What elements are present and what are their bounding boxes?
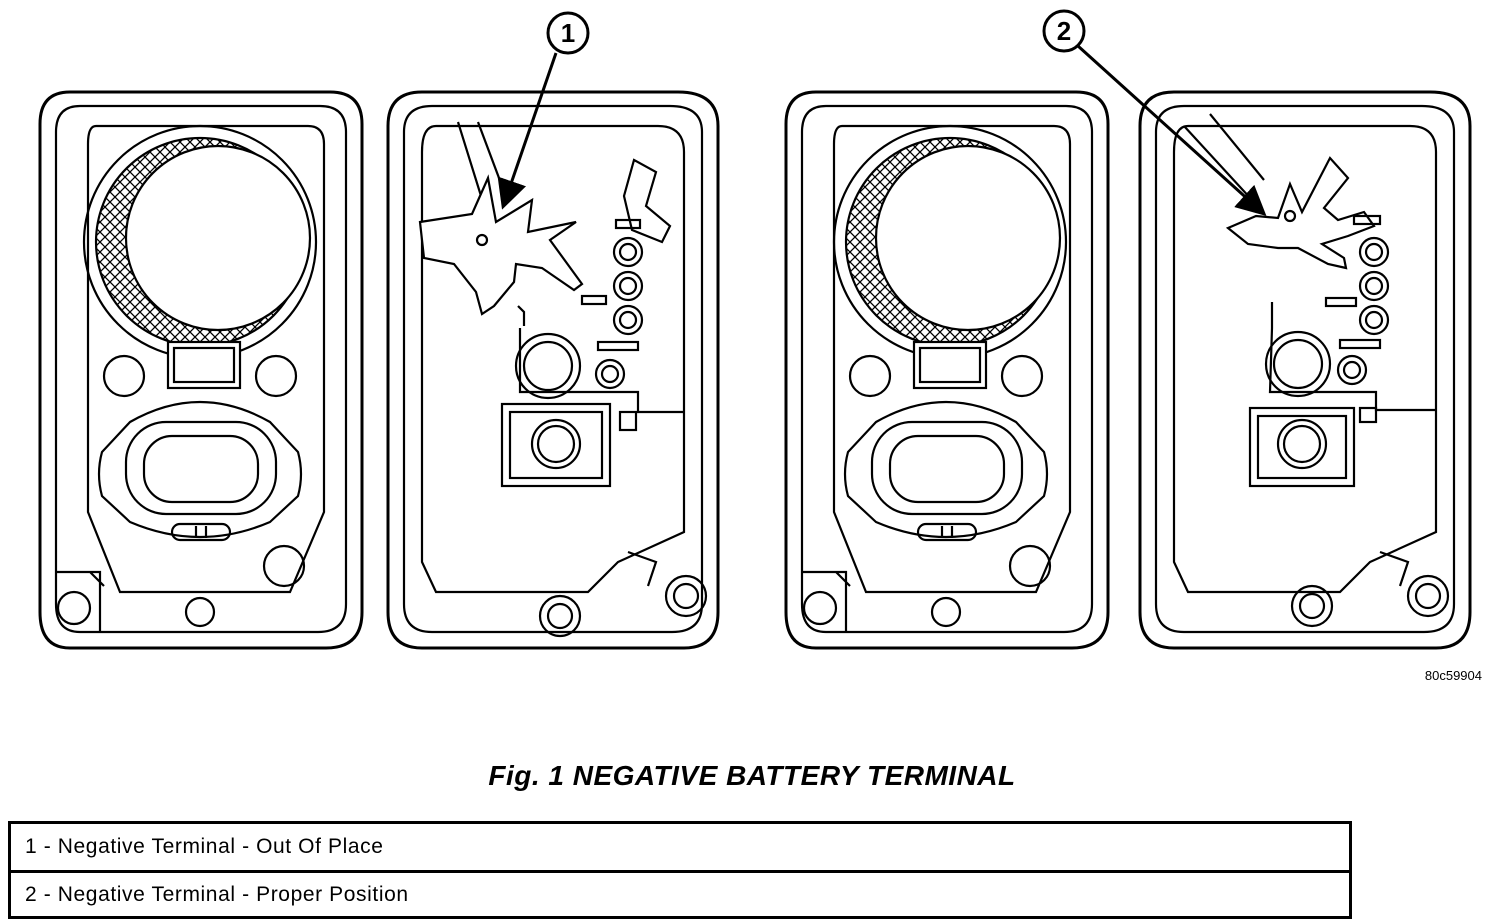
- callout-1: 1: [497, 11, 590, 210]
- callout-2-label: 2: [1057, 16, 1071, 46]
- callout-2-arrow: [1076, 44, 1267, 217]
- fob-housing-front-1: [38, 90, 364, 650]
- legend-row: 2 - Negative Terminal - Proper Position: [11, 870, 1349, 916]
- negative-terminal-proper-position: [1225, 156, 1376, 270]
- coin-cell-recess: [82, 124, 318, 360]
- key-fob-battery-diagram: 1 2: [38, 9, 1472, 650]
- board-components-2: [1248, 214, 1436, 488]
- figure-reference-code: 80c59904: [1424, 668, 1482, 683]
- legend-row: 1 - Negative Terminal - Out Of Place: [25, 835, 384, 858]
- negative-terminal-out-of-place: [418, 158, 672, 316]
- callout-1-arrow: [497, 52, 558, 210]
- board-components: [500, 218, 684, 488]
- figure-caption: Fig. 1 NEGATIVE BATTERY TERMINAL: [488, 760, 1016, 791]
- fob-housing-front-2: [784, 90, 1110, 650]
- callout-1-label: 1: [561, 18, 575, 48]
- legend-table: 1 - Negative Terminal - Out Of Place 2 -…: [8, 821, 1352, 919]
- fob-housing-rear-2: [1138, 90, 1472, 650]
- callout-2: 2: [1042, 9, 1267, 217]
- fob-housing-rear-1: [386, 90, 720, 650]
